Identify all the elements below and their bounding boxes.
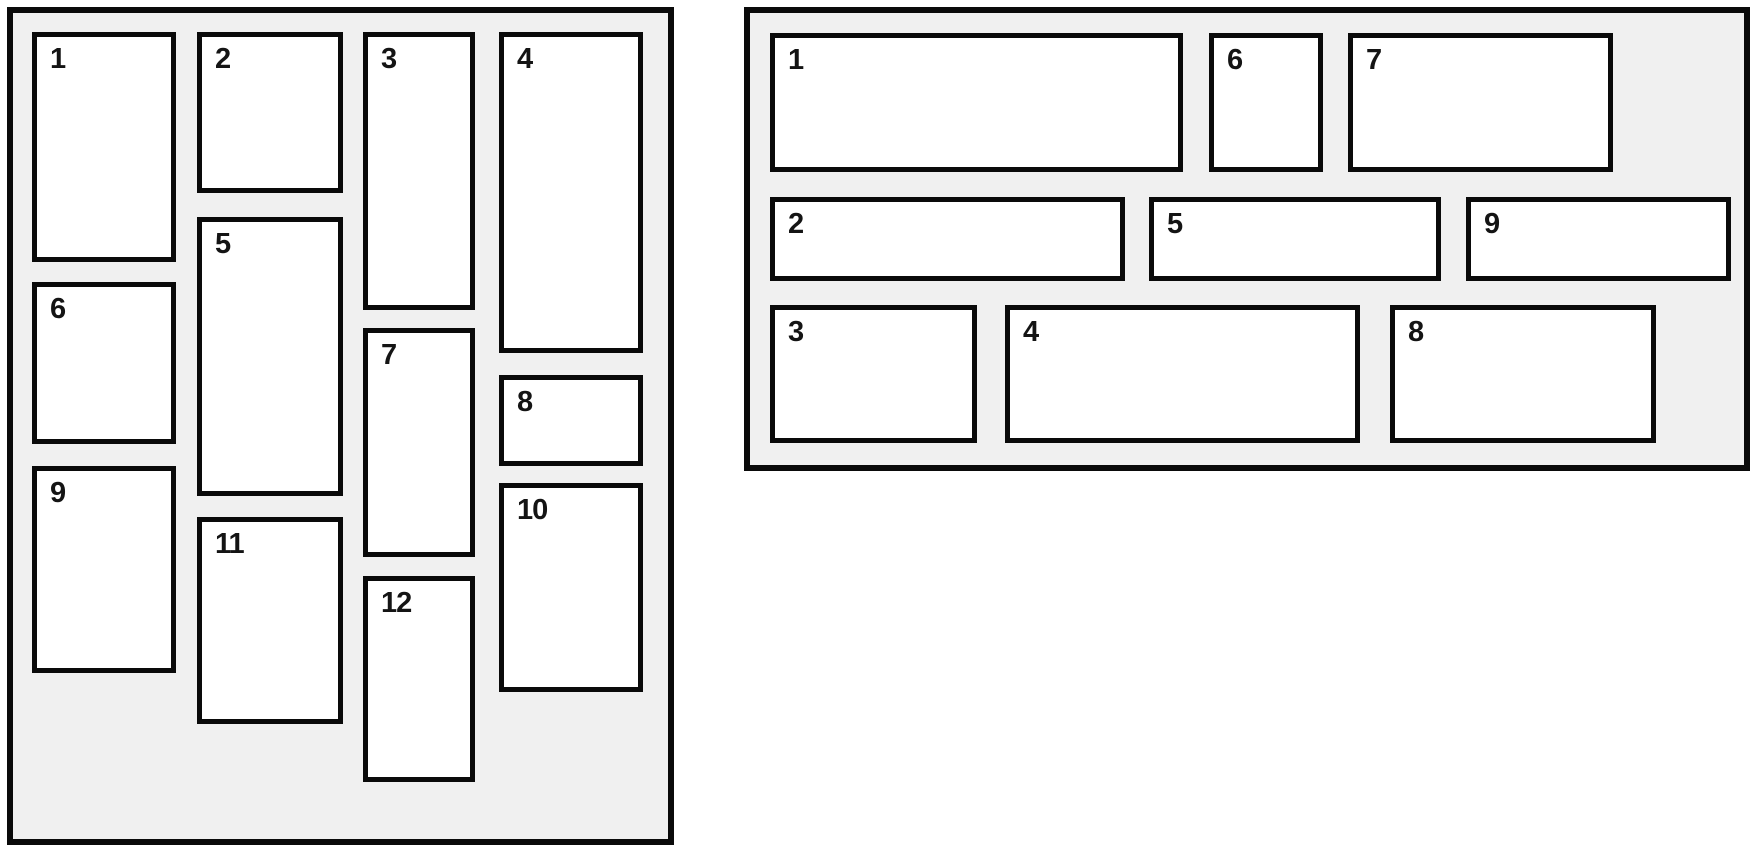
masonry-box-left-7: 7 [363,328,475,557]
masonry-box-left-10: 10 [499,483,643,692]
box-number-label: 6 [1227,44,1243,76]
box-number-label: 2 [215,43,231,75]
box-number-label: 4 [1023,316,1039,348]
masonry-box-left-4: 4 [499,32,643,353]
masonry-box-right-6: 6 [1209,33,1323,172]
masonry-box-left-8: 8 [499,375,643,466]
masonry-box-right-2: 2 [770,197,1125,281]
masonry-box-left-9: 9 [32,466,176,673]
horizontal-masonry-panel: 1 6 7 2 5 9 3 4 8 [744,7,1750,471]
box-number-label: 2 [788,208,804,240]
masonry-box-right-7: 7 [1348,33,1613,172]
masonry-box-left-11: 11 [197,517,343,724]
masonry-box-right-1: 1 [770,33,1183,172]
box-number-label: 5 [1167,208,1183,240]
masonry-box-left-6: 6 [32,282,176,444]
masonry-box-left-12: 12 [363,576,475,782]
box-number-label: 9 [50,477,66,509]
masonry-box-left-1: 1 [32,32,176,262]
box-number-label: 3 [788,316,804,348]
masonry-box-right-3: 3 [770,305,977,443]
masonry-box-right-4: 4 [1005,305,1360,443]
box-number-label: 1 [788,44,804,76]
box-number-label: 9 [1484,208,1500,240]
masonry-box-left-3: 3 [363,32,475,310]
masonry-box-left-2: 2 [197,32,343,193]
box-number-label: 5 [215,228,231,260]
box-number-label: 4 [517,43,533,75]
masonry-box-right-5: 5 [1149,197,1441,281]
masonry-box-left-5: 5 [197,217,343,496]
box-number-label: 3 [381,43,397,75]
box-number-label: 7 [1366,44,1382,76]
box-number-label: 1 [50,43,66,75]
box-number-label: 8 [517,386,533,418]
box-number-label: 11 [215,528,245,560]
masonry-box-right-8: 8 [1390,305,1656,443]
box-number-label: 8 [1408,316,1424,348]
box-number-label: 7 [381,339,397,371]
box-number-label: 6 [50,293,66,325]
masonry-box-right-9: 9 [1466,197,1731,281]
box-number-label: 12 [381,587,412,619]
box-number-label: 10 [517,494,548,526]
